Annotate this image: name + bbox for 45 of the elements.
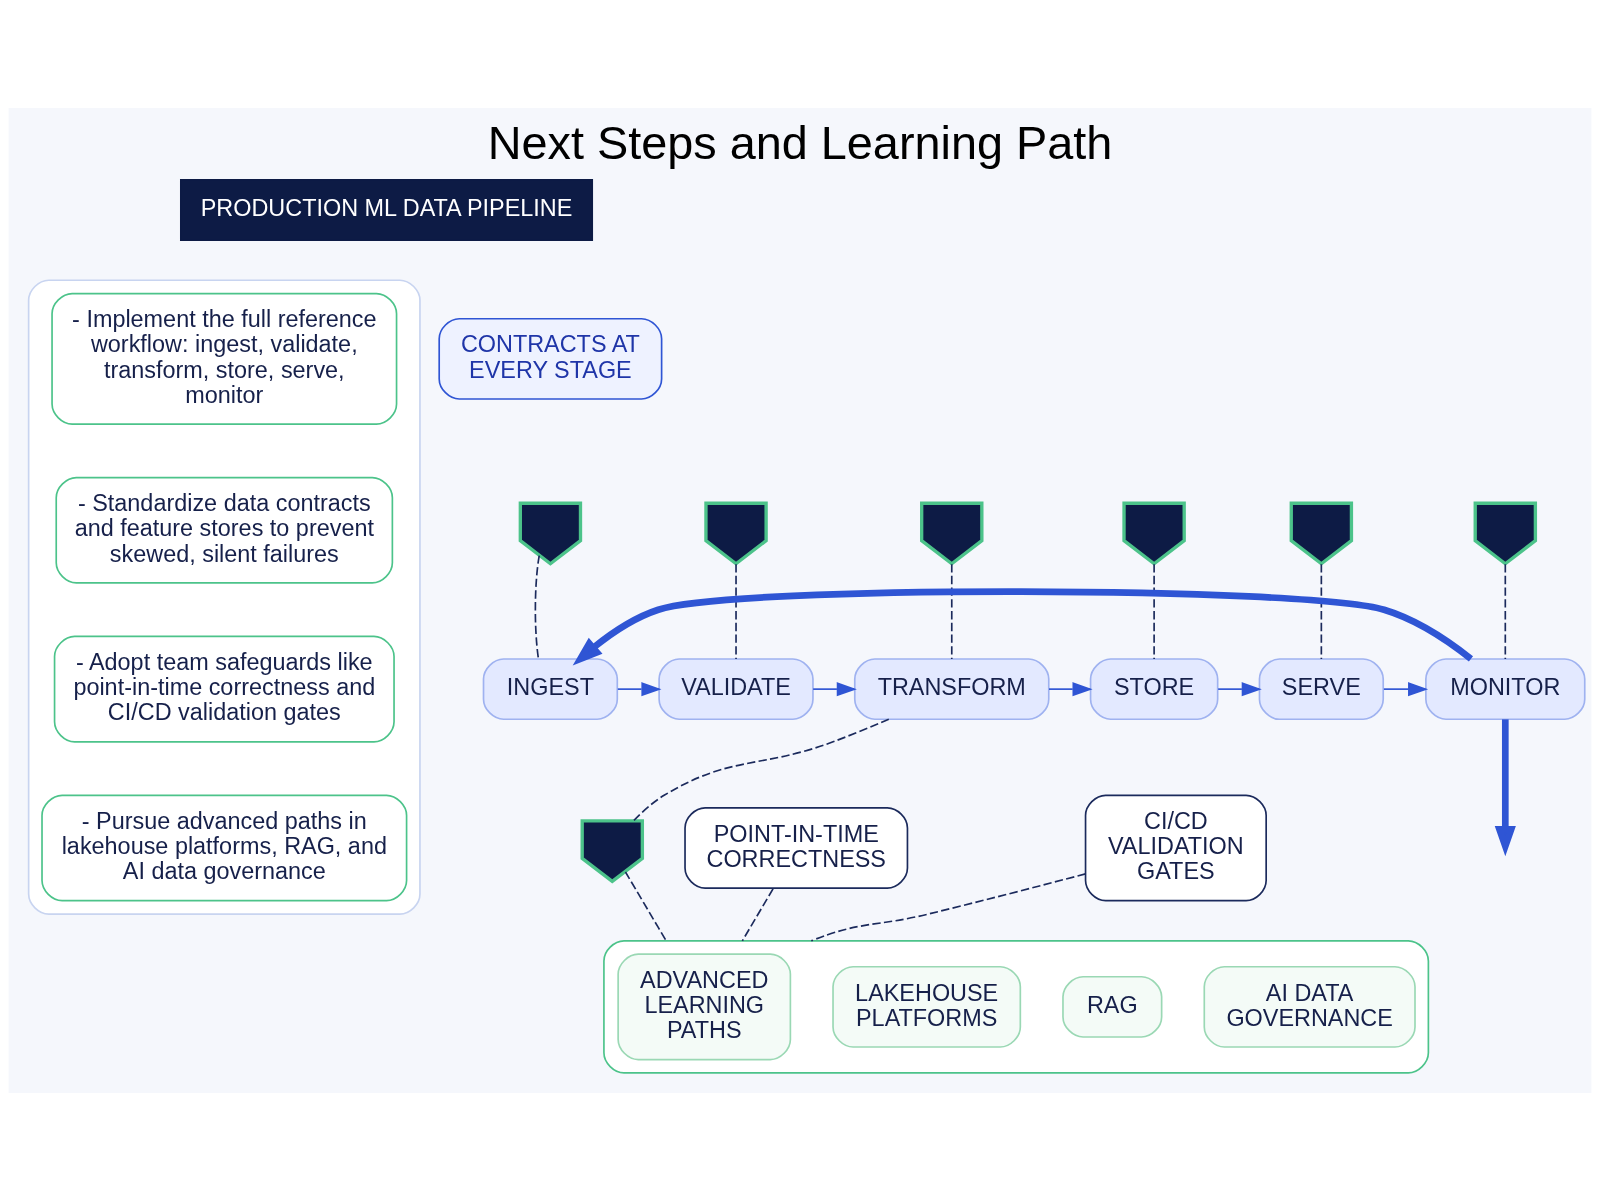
cluster [603,939,1430,1074]
node-box: TRANSFORM [853,657,1050,720]
node-box: MONITOR [1425,657,1586,720]
node-shield [580,818,645,884]
connector [534,554,541,660]
node-box: ADVANCED LEARNING PATHS [617,952,792,1060]
node-box: VALIDATE [658,657,814,720]
node-box: INGEST [482,657,619,720]
connector [1320,562,1323,660]
node-box: - Standardize data contracts and feature stores to prevent skewed, silent failures [55,476,394,584]
node-shield [1122,501,1186,566]
connector [950,562,953,660]
connector [810,872,1087,942]
node-box: PRODUCTION ML DATA PIPELINE [180,178,594,241]
connector [741,887,774,942]
node-shield [1289,501,1354,566]
node-shield [704,501,768,566]
connector [735,562,737,660]
node-shield [518,501,583,566]
arrow [1048,681,1093,696]
node-box: - Pursue advanced paths in lakehouse platforms, RAG, and AI data governance [41,794,408,901]
node-box: - Implement the full reference workflow: ingest, validate, transform, store, serve, monitor [51,292,398,425]
arrow [812,681,857,696]
node-shield [920,501,984,566]
connector [632,717,890,822]
node-box: RAG [1062,975,1163,1038]
node-shield [1473,501,1538,566]
node-box: POINT-IN-TIME CORRECTNESS [684,806,909,889]
connector [1504,562,1507,660]
node-box: AI DATA GOVERNANCE [1203,965,1416,1048]
connector [624,870,667,942]
arrow [1494,718,1516,856]
node-box: - Adopt team safeguards like point-in-time correctness and CI/CD validation gates [53,635,395,743]
arrow [572,587,1473,665]
node-box: CI/CD VALIDATION GATES [1084,794,1267,901]
connector [1153,562,1155,660]
node-box: LAKEHOUSE PLATFORMS [832,965,1022,1048]
node-box: CONTRACTS AT EVERY STAGE [438,317,663,400]
node-box: STORE [1089,657,1219,720]
cluster [27,278,421,915]
arrow [1383,681,1429,696]
arrow [1217,681,1262,696]
arrow [617,681,662,696]
diagram-title: Next Steps and Learning Path [487,116,1113,169]
node-box: SERVE [1258,657,1385,720]
